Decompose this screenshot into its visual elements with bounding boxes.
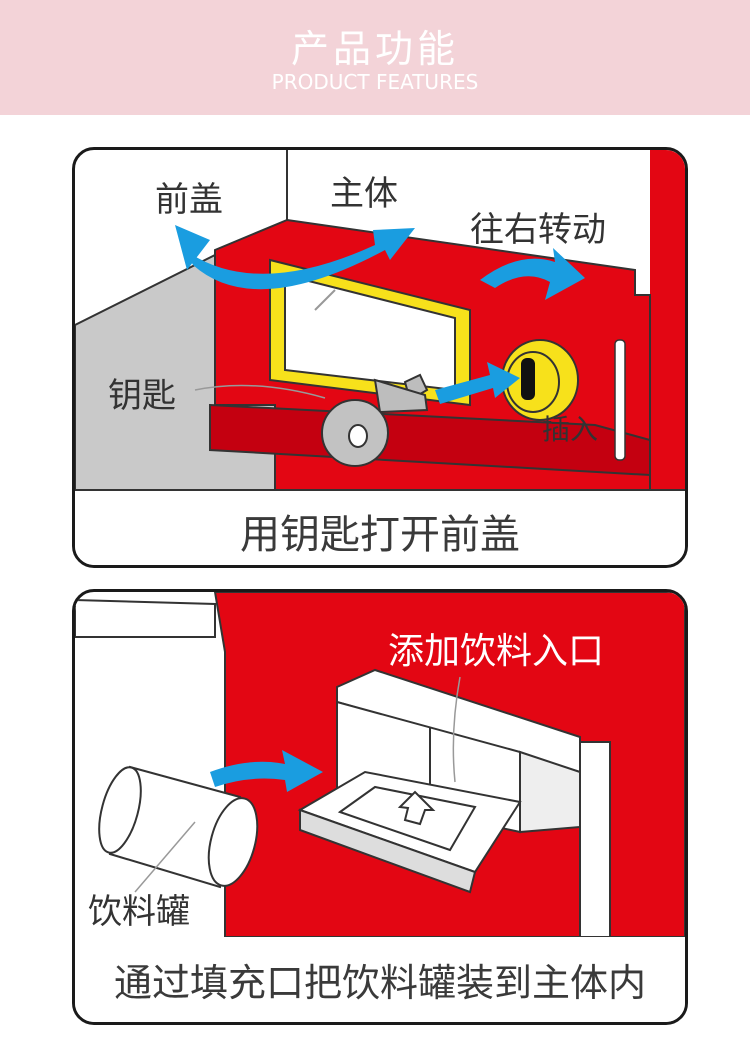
load-cans-illustration: [75, 592, 685, 1022]
feature-panel-load-cans: 添加饮料入口 饮料罐 通过填充口把饮料罐装到主体内: [72, 589, 688, 1025]
open-cover-illustration: [75, 150, 685, 565]
label-drink-inlet: 添加饮料入口: [388, 631, 605, 672]
up-arrow-icon: [397, 790, 436, 826]
label-main-body: 主体: [330, 174, 398, 214]
label-insert: 插入: [542, 413, 599, 446]
label-rotate-right: 往右转动: [470, 210, 606, 250]
caption-load-cans: 通过填充口把饮料罐装到主体内: [113, 961, 646, 1005]
blue-arrows: [175, 225, 585, 404]
section-title: 产品功能: [290, 27, 459, 71]
key-illustration: [321, 373, 429, 467]
label-key: 钥匙: [108, 376, 176, 416]
label-drink-can: 饮料罐: [88, 892, 190, 932]
drink-can-illustration: [98, 765, 259, 889]
machine-side-red: [650, 150, 685, 490]
feature-panel-open-cover: 前盖 主体 往右转动 钥匙 插入 用钥匙打开前盖: [72, 147, 688, 568]
label-front-cover: 前盖: [155, 180, 223, 220]
insert-arrow: [210, 750, 323, 792]
drink-inlet: [297, 668, 581, 894]
caption-open-cover: 用钥匙打开前盖: [240, 512, 520, 558]
section-header: 产品功能 PRODUCT FEATURES: [0, 0, 750, 115]
section-subtitle: PRODUCT FEATURES: [271, 70, 479, 94]
